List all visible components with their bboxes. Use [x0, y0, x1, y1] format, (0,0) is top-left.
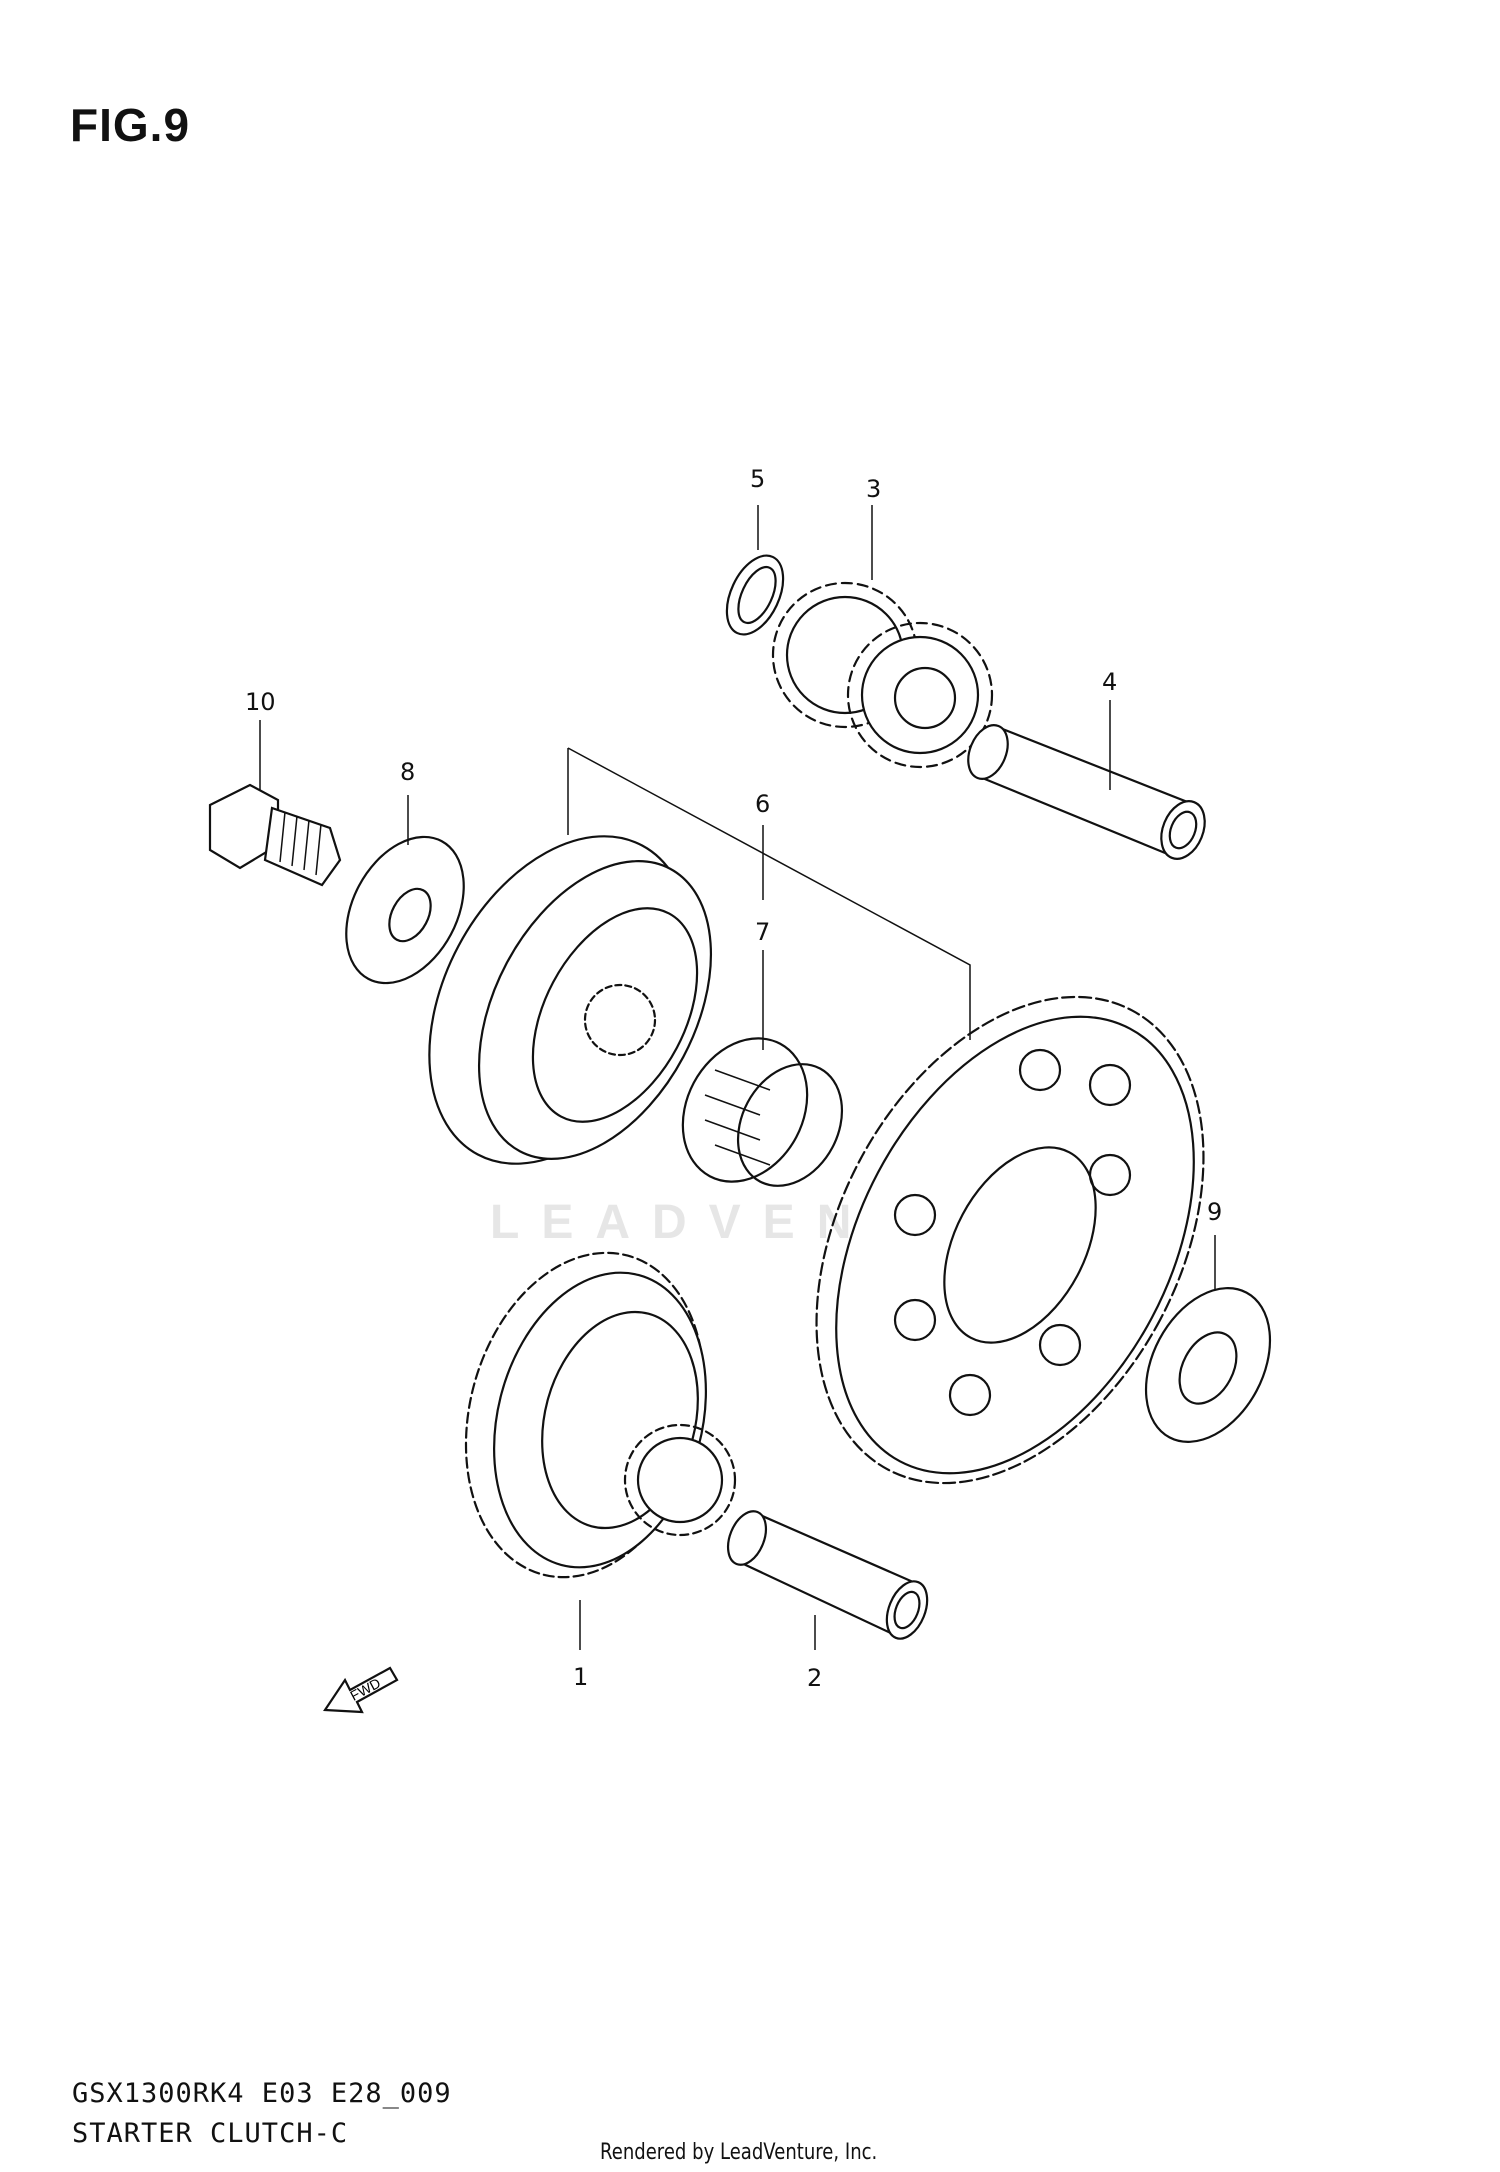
part-8-washer[interactable] [322, 817, 487, 1004]
leader-lines [259, 505, 1216, 1650]
part-10-bolt[interactable] [208, 783, 342, 887]
callout-5: 5 [750, 465, 765, 493]
part-1-idle-gear[interactable] [431, 1226, 739, 1604]
part-4-shaft[interactable] [961, 719, 1213, 865]
part-2-shaft[interactable] [721, 1506, 935, 1645]
starter-clutch-housing [428, 835, 713, 1165]
callout-1: 1 [573, 1663, 588, 1691]
callout-8: 8 [400, 758, 415, 786]
callout-4: 4 [1102, 668, 1117, 696]
figure-title: FIG.9 [70, 99, 191, 151]
part-3-gear[interactable] [771, 581, 994, 769]
callout-7: 7 [755, 918, 770, 946]
callout-6: 6 [755, 790, 770, 818]
starter-driven-gear [815, 995, 1205, 1485]
render-credit: Rendered by LeadVenture, Inc. [600, 2140, 878, 2165]
part-7-bearing[interactable] [659, 1017, 863, 1204]
part-9-washer[interactable] [1121, 1267, 1295, 1463]
callout-3: 3 [866, 475, 881, 503]
callout-10: 10 [245, 688, 276, 716]
model-code: GSX1300RK4 E03 E28_009 [72, 2078, 452, 2109]
callout-2: 2 [807, 1664, 822, 1692]
assembly-bracket-lines [567, 747, 971, 1040]
part-5-ring[interactable] [715, 547, 794, 643]
section-name: STARTER CLUTCH-C [72, 2118, 349, 2149]
callout-9: 9 [1207, 1198, 1222, 1226]
fwd-label: FWD [347, 1675, 383, 1704]
fwd-arrow-icon: FWD [323, 1666, 399, 1714]
